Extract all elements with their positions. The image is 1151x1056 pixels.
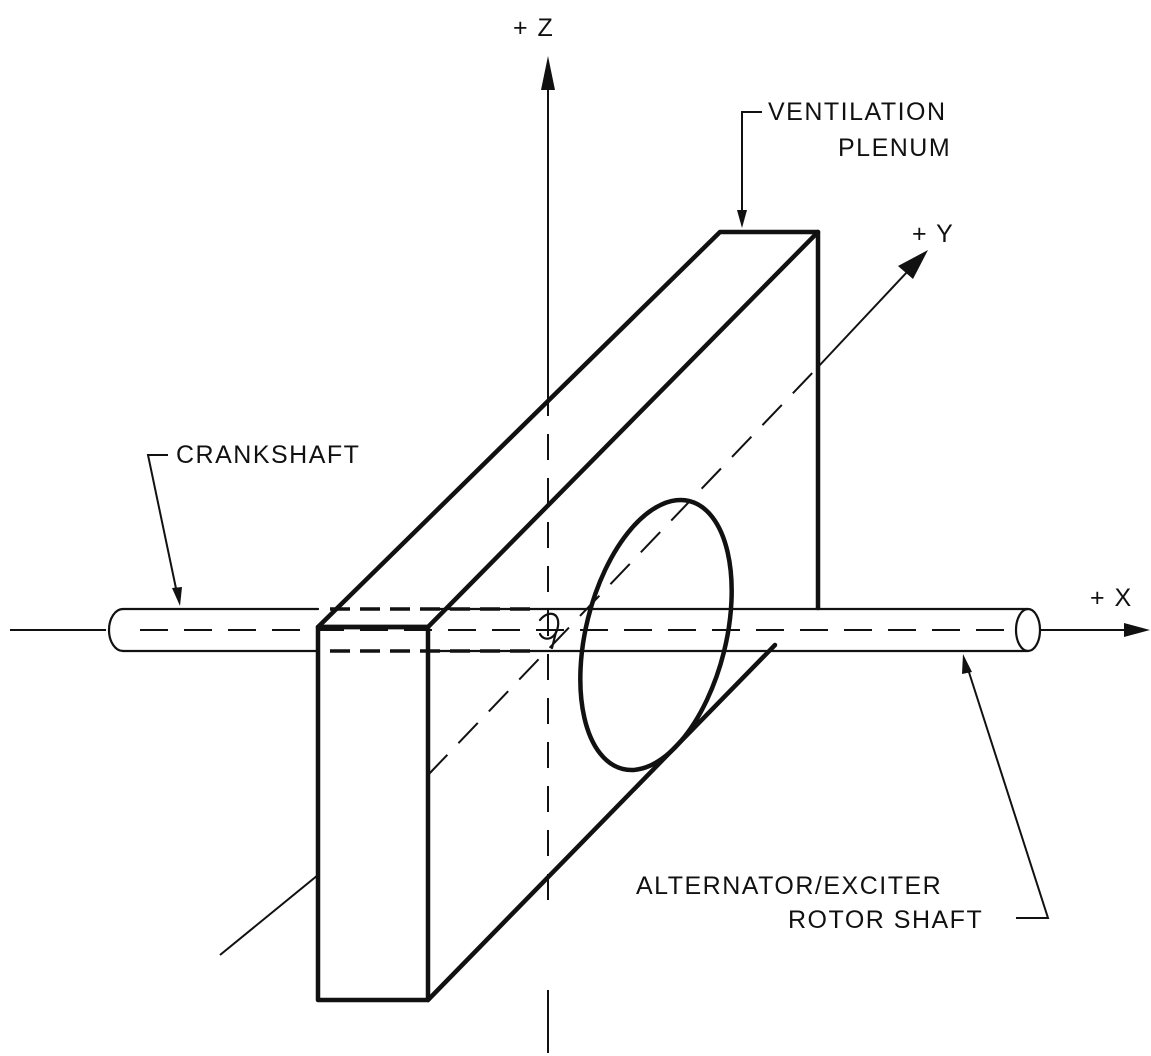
z-axis-label: + Z — [513, 14, 554, 42]
rotor-shaft-leader — [962, 654, 1050, 919]
ventilation-label-line2: PLENUM — [838, 134, 951, 162]
crankshaft-label: CRANKSHAFT — [176, 441, 360, 469]
shaft — [107, 607, 1042, 653]
rotor-label-line1: ALTERNATOR/EXCITER — [636, 872, 942, 900]
ventilation-leader — [737, 111, 762, 228]
x-axis-arrowhead — [1124, 623, 1150, 637]
z-axis — [541, 56, 555, 1053]
origin-marker — [538, 612, 560, 650]
y-axis — [219, 250, 928, 956]
x-axis — [10, 623, 1150, 637]
x-axis-label: + X — [1090, 584, 1133, 612]
ventilation-label-line1: VENTILATION — [768, 98, 947, 126]
rotor-label-line2: ROTOR SHAFT — [788, 906, 983, 934]
plenum-opening — [578, 497, 734, 773]
crankshaft-leader — [146, 454, 182, 606]
z-axis-arrowhead — [541, 56, 555, 90]
y-axis-label: + Y — [912, 220, 954, 248]
y-axis-arrowhead — [898, 250, 928, 279]
ventilation-plenum — [315, 229, 821, 1003]
